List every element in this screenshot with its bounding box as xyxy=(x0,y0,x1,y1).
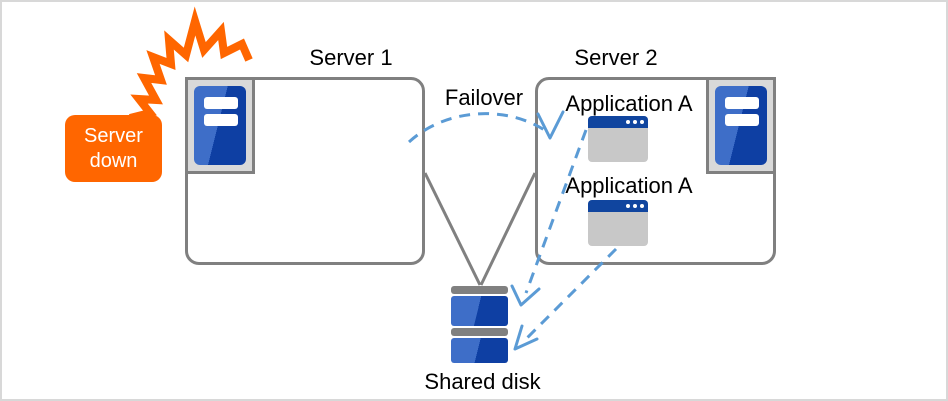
server-slot xyxy=(725,97,759,109)
server-down-label: Server down xyxy=(84,125,143,172)
window-dot-icon xyxy=(633,120,637,124)
application-window-icon xyxy=(588,200,648,246)
server-down-callout: Server down xyxy=(65,115,162,182)
application2-label: Application A xyxy=(565,173,693,198)
shared-disk-icon xyxy=(451,328,508,336)
failover-label: Failover xyxy=(444,85,524,110)
shared-disk-icon xyxy=(451,286,508,294)
application-window-icon xyxy=(588,116,648,162)
shared-disk-label: Shared disk xyxy=(424,369,541,394)
server-tower-icon xyxy=(194,86,246,165)
server1-server-icon xyxy=(185,77,255,174)
window-dot-icon xyxy=(626,204,630,208)
application1-label: Application A xyxy=(565,91,693,116)
window-dot-icon xyxy=(640,204,644,208)
window-titlebar xyxy=(588,116,648,128)
window-dot-icon xyxy=(633,204,637,208)
failover-arrow xyxy=(407,112,550,144)
app2-to-disk-arrowhead xyxy=(513,324,539,351)
shared-disk-icon xyxy=(451,296,508,326)
app1-to-disk-arrowhead xyxy=(510,284,541,307)
shared-disk-icon xyxy=(451,338,508,363)
window-titlebar xyxy=(588,200,648,212)
window-dot-icon xyxy=(640,120,644,124)
server2-title: Server 2 xyxy=(574,45,658,70)
server1-title: Server 1 xyxy=(309,45,393,70)
server1-disk-line xyxy=(423,172,482,286)
server-tower-icon xyxy=(715,86,767,165)
server2-disk-line xyxy=(479,172,537,286)
server-slot xyxy=(725,114,759,126)
server2-server-icon xyxy=(706,77,776,174)
server-slot xyxy=(204,114,238,126)
server-slot xyxy=(204,97,238,109)
window-dot-icon xyxy=(626,120,630,124)
